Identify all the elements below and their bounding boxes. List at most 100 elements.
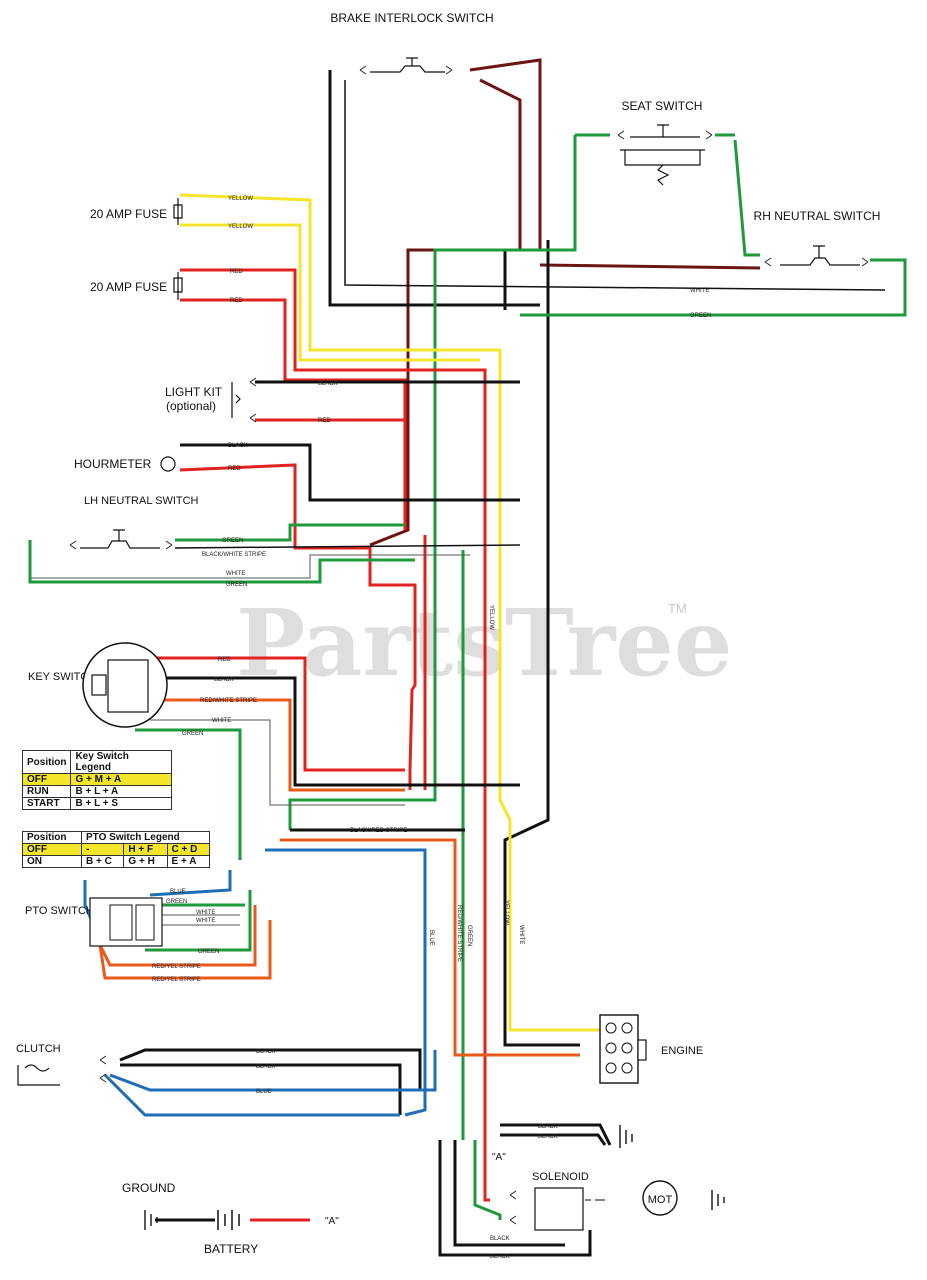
fuse-1-label: 20 AMP FUSE <box>90 207 167 221</box>
brake-interlock-switch: BRAKE INTERLOCK SWITCH <box>330 11 494 73</box>
wire-label-green-5: GREEN <box>198 949 219 955</box>
wire-label-red-yel-2: RED/YEL STRIPE <box>152 977 201 983</box>
pto-legend-cell: H + F <box>123 843 168 856</box>
key-legend-value: B + L + A <box>70 785 172 798</box>
key-legend-position: RUN <box>21 785 72 798</box>
wire-label-red-yel-1: RED/YEL STRIPE <box>152 964 201 970</box>
wire-label-red-white-1: RED/WHITE STRIPE <box>200 698 257 704</box>
wire-label-blue-1: BLUE <box>170 889 186 895</box>
wire-label-blue-2: BLUE <box>256 1089 272 1095</box>
key-legend-header-title: Key Switch Legend <box>70 750 172 774</box>
wire-label-yellow-3: YELLOW <box>488 605 494 630</box>
ground-symbols <box>144 1125 725 1230</box>
hourmeter: HOURMETER <box>74 456 176 472</box>
key-switch-body-icon <box>82 642 168 728</box>
pto-legend-cell: - <box>80 843 125 856</box>
pto-legend-cell: C + D <box>166 843 211 856</box>
key-legend-position: OFF <box>21 773 72 786</box>
connector-marks <box>69 65 869 1225</box>
pto-legend-cell: E + A <box>166 855 211 868</box>
wire-label-red-1: RED <box>230 269 243 275</box>
wire-label-yellow-4: YELLOW <box>503 900 509 925</box>
wire-label-green-6: GREEN <box>690 313 711 319</box>
solenoid: SOLENOID <box>532 1171 605 1231</box>
wire-label-white-5: WHITE <box>690 288 709 294</box>
rh-neutral-switch-label: RH NEUTRAL SWITCH <box>754 209 881 223</box>
engine-connector: ENGINE <box>599 1014 703 1084</box>
wire-label-red-white-2: RED/WHITE STRIPE <box>456 905 462 962</box>
terminal-a-battery: "A" <box>325 1216 339 1227</box>
key-switch-label: KEY SWITCH <box>28 671 96 683</box>
wire-label-green-4: GREEN <box>166 899 187 905</box>
wire-label-black-red: BLACK/RED STRIPE <box>350 828 407 834</box>
pto-legend-cell: G + H <box>123 855 168 868</box>
key-legend-value: G + M + A <box>70 773 172 786</box>
wire-label-green-1: GREEN <box>222 538 243 544</box>
wire-label-yellow-1: YELLOW <box>228 196 253 202</box>
pto-switch: PTO SWITCH <box>25 897 163 947</box>
fuse-2: 20 AMP FUSE <box>90 272 183 300</box>
wire-label-black-2: BLACK <box>228 443 248 449</box>
fuse-1: 20 AMP FUSE <box>90 198 183 225</box>
ground-label: GROUND <box>122 1181 176 1195</box>
wire-label-white-1: WHITE <box>226 571 245 577</box>
wire-label-black-9: BLACK <box>490 1254 510 1260</box>
seat-switch-label: SEAT SWITCH <box>622 99 703 113</box>
fuse-2-label: 20 AMP FUSE <box>90 280 167 294</box>
wire-label-red-2: RED <box>230 298 243 304</box>
engine-label: ENGINE <box>661 1045 703 1057</box>
brake-interlock-switch-label: BRAKE INTERLOCK SWITCH <box>330 11 493 25</box>
wire-label-yellow-2: YELLOW <box>228 224 253 230</box>
wire-label-blue-3: BLUE <box>428 930 434 946</box>
hourmeter-label: HOURMETER <box>74 457 152 471</box>
battery-label: BATTERY <box>204 1242 258 1256</box>
key-legend-value: B + L + S <box>70 797 172 810</box>
wire-label-black-5: BLACK <box>256 1064 276 1070</box>
key-switch-legend: Position Key Switch Legend OFF G + M + A… <box>21 750 172 810</box>
pto-switch-label: PTO SWITCH <box>25 905 94 917</box>
wire-label-white-4: WHITE <box>196 918 215 924</box>
light-kit-note: (optional) <box>166 399 216 413</box>
pto-switch-legend: Position PTO Switch Legend OFF - H + F C… <box>22 831 211 868</box>
wire-label-black-7: BLACK <box>538 1134 558 1140</box>
wire-label-black-8: BLACK <box>490 1236 510 1242</box>
wire-label-black-white-1: BLACK/WHITE STRIPE <box>202 552 266 558</box>
wire-label-red-4: RED <box>228 466 241 472</box>
battery: BATTERY "A" <box>204 1210 339 1256</box>
wire-label-green-2: GREEN <box>226 582 247 588</box>
pto-legend-header-title: PTO Switch Legend <box>81 831 210 844</box>
seat-switch: SEAT SWITCH <box>620 99 705 186</box>
wire-label-black-4: BLACK <box>256 1049 276 1055</box>
wire-label-black-3: BLACK <box>214 677 234 683</box>
trademark: TM <box>668 601 687 616</box>
wire-label-red-5: RED <box>218 657 231 663</box>
terminal-a-solenoid: "A" <box>492 1152 506 1163</box>
motor-icon <box>642 1180 678 1216</box>
pto-legend-header-position: Position <box>22 831 82 844</box>
main-harness <box>28 58 907 1257</box>
rh-neutral-switch: RH NEUTRAL SWITCH <box>754 209 881 266</box>
wire-label-white-2: WHITE <box>212 718 231 724</box>
key-switch: KEY SWITCH <box>28 642 168 728</box>
lh-neutral-switch: LH NEUTRAL SWITCH <box>80 495 199 549</box>
light-kit-label: LIGHT KIT <box>165 385 223 399</box>
solenoid-label: SOLENOID <box>532 1171 589 1183</box>
clutch-label: CLUTCH <box>16 1043 61 1055</box>
wire-label-black-6: BLACK <box>538 1124 558 1130</box>
lh-neutral-switch-label: LH NEUTRAL SWITCH <box>84 495 199 507</box>
starter-motor: MOT <box>642 1180 678 1216</box>
hourmeter-icon <box>160 456 176 472</box>
pto-legend-cell: B + C <box>80 855 125 868</box>
light-kit: LIGHT KIT (optional) <box>165 382 241 418</box>
clutch: CLUTCH <box>16 1043 61 1086</box>
pto-legend-position: OFF <box>22 843 82 856</box>
key-legend-position: START <box>21 797 72 810</box>
pto-legend-position: ON <box>22 855 82 868</box>
wire-label-green-7: GREEN <box>466 925 472 946</box>
wire-label-white-3: WHITE <box>196 910 215 916</box>
wire-label-green-3: GREEN <box>182 731 203 737</box>
wire-labels: YELLOW YELLOW RED RED BLACK RED BLACK RE… <box>152 196 711 1260</box>
motor-label: MOT <box>648 1194 673 1206</box>
wire-label-white-6: WHITE <box>518 925 524 944</box>
